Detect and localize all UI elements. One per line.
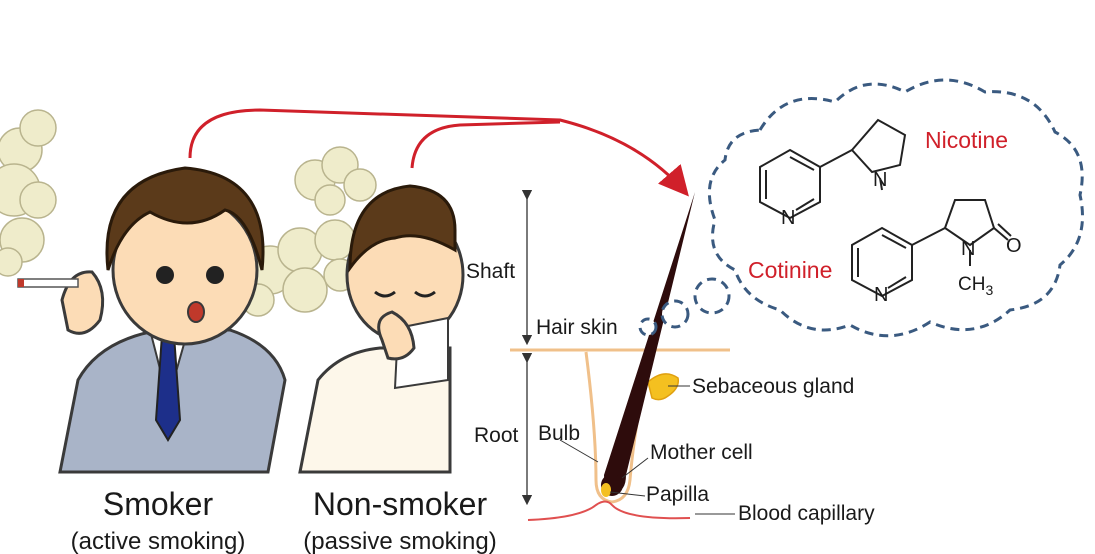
thought-dot-small bbox=[638, 317, 658, 337]
thought-cloud bbox=[707, 78, 1084, 338]
smoker-sublabel: (active smoking) bbox=[71, 528, 246, 554]
blood-capillary bbox=[527, 500, 691, 521]
cotinine-lactam-n: N bbox=[961, 238, 975, 260]
sebaceous-gland bbox=[647, 373, 680, 401]
label-bulb: Bulb bbox=[538, 422, 580, 445]
label-sebaceous-gland: Sebaceous gland bbox=[692, 375, 854, 398]
smoke-cloud-left bbox=[0, 109, 57, 277]
cotinine-pyridine-n: N bbox=[874, 284, 888, 306]
thought-bubble bbox=[638, 78, 1084, 338]
smoker-hair bbox=[105, 166, 265, 271]
label-blood-capillary: Blood capillary bbox=[738, 502, 875, 525]
cigarette bbox=[17, 278, 79, 288]
nonsmoker-hand bbox=[377, 310, 416, 361]
nonsmoker-eye-right bbox=[414, 290, 436, 298]
smoker-figure bbox=[17, 166, 287, 474]
nonsmoker-figure bbox=[298, 184, 465, 474]
cotinine-methyl-label: CH3 bbox=[958, 274, 993, 298]
nonsmoker-eye-left bbox=[374, 290, 396, 298]
hair-follicle bbox=[510, 189, 735, 521]
smoker-mouth bbox=[187, 301, 205, 323]
cotinine-structure bbox=[851, 199, 1012, 298]
label-root: Root bbox=[474, 424, 519, 447]
arrow-from-nonsmoker bbox=[410, 120, 561, 169]
nicotine-methyl bbox=[879, 177, 883, 191]
hair-strand bbox=[604, 192, 695, 492]
nicotine-structure bbox=[759, 118, 907, 220]
thought-dot-medium bbox=[660, 299, 690, 329]
arrow-from-smoker bbox=[188, 108, 689, 197]
label-shaft: Shaft bbox=[466, 260, 515, 283]
nonsmoker-hair bbox=[348, 184, 457, 273]
thought-dot-large bbox=[693, 277, 731, 315]
label-cotinine: Cotinine bbox=[748, 257, 832, 283]
nonsmoker-label: Non-smoker bbox=[313, 486, 488, 522]
smoke-cloud-middle bbox=[241, 146, 377, 317]
label-hair-skin: Hair skin bbox=[536, 316, 618, 339]
cotinine-oxygen: O bbox=[1006, 235, 1022, 257]
smoker-eye-right bbox=[206, 266, 224, 284]
label-mother-cell: Mother cell bbox=[650, 441, 753, 464]
cigarette-tip bbox=[18, 279, 24, 287]
nonsmoker-sublabel: (passive smoking) bbox=[303, 528, 496, 554]
label-papilla: Papilla bbox=[646, 483, 709, 506]
nicotine-pyridine-n: N bbox=[781, 207, 795, 229]
smoker-eye-left bbox=[156, 266, 174, 284]
label-nicotine: Nicotine bbox=[925, 127, 1008, 153]
smoker-label: Smoker bbox=[103, 486, 214, 522]
papilla bbox=[601, 483, 611, 497]
